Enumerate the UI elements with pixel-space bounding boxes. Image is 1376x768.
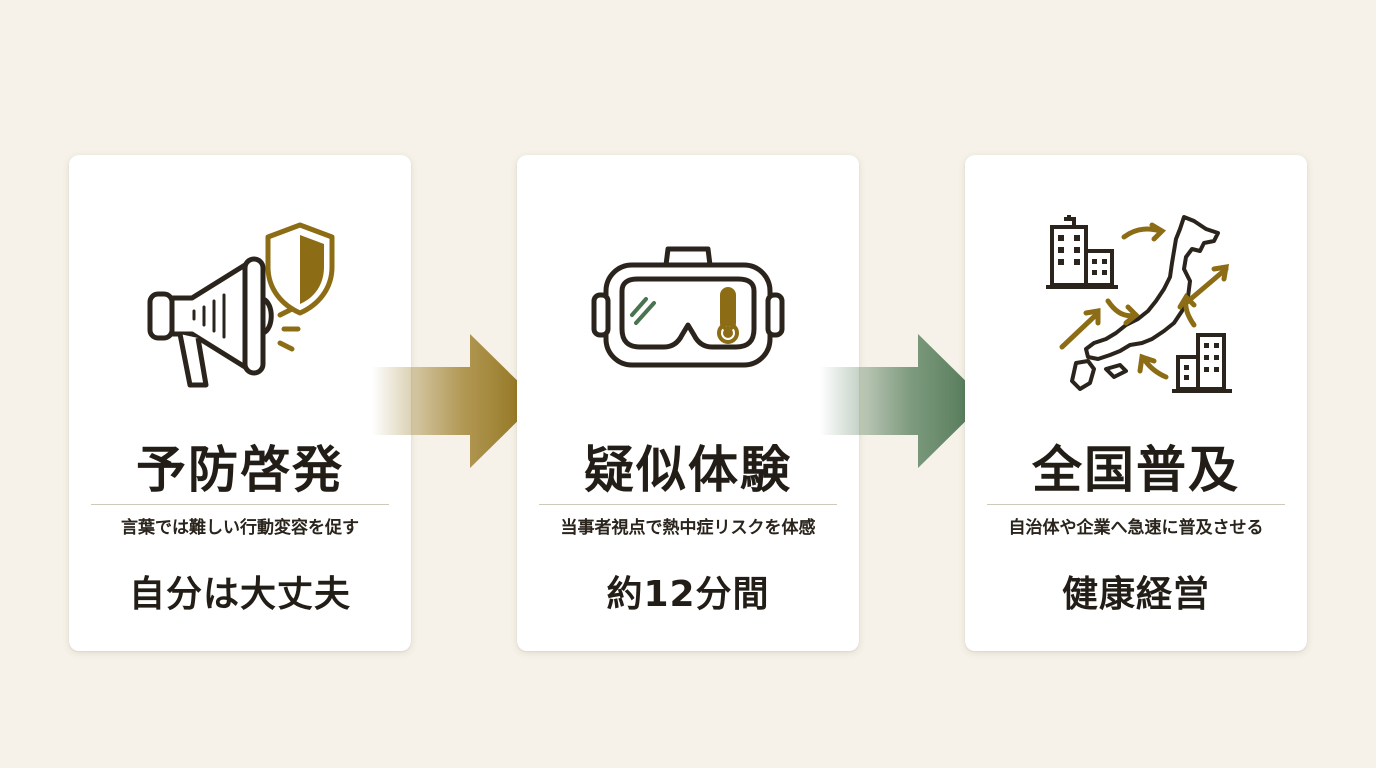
card-keyword: 健康経営 (1061, 574, 1210, 615)
card-subtitle: 言葉では難しい行動変容を促す (121, 518, 359, 538)
arrow-right-icon (372, 334, 538, 468)
card-keyword: 自分は大丈夫 (128, 574, 351, 615)
card-keyword: 約12分間 (606, 574, 770, 615)
card-title: 疑似体験 (584, 440, 792, 499)
card-subtitle: 自治体や企業へ急速に普及させる (1008, 518, 1264, 538)
megaphone-shield-icon (147, 222, 335, 388)
japan-map-buildings-icon (1046, 215, 1232, 393)
card-title: 全国普及 (1032, 440, 1240, 499)
vr-headset-thermometer-icon (591, 246, 785, 368)
card-title: 予防啓発 (136, 440, 344, 499)
card-nationwide: 全国普及 自治体や企業へ急速に普及させる 健康経営 (965, 155, 1307, 651)
divider (987, 504, 1285, 505)
card-subtitle: 当事者視点で熱中症リスクを体感 (560, 518, 816, 538)
divider (539, 504, 837, 505)
card-prevention: 予防啓発 言葉では難しい行動変容を促す 自分は大丈夫 (69, 155, 411, 651)
arrow-right-icon (820, 334, 986, 468)
card-simulation: 疑似体験 当事者視点で熱中症リスクを体感 約12分間 (517, 155, 859, 651)
divider (91, 504, 389, 505)
